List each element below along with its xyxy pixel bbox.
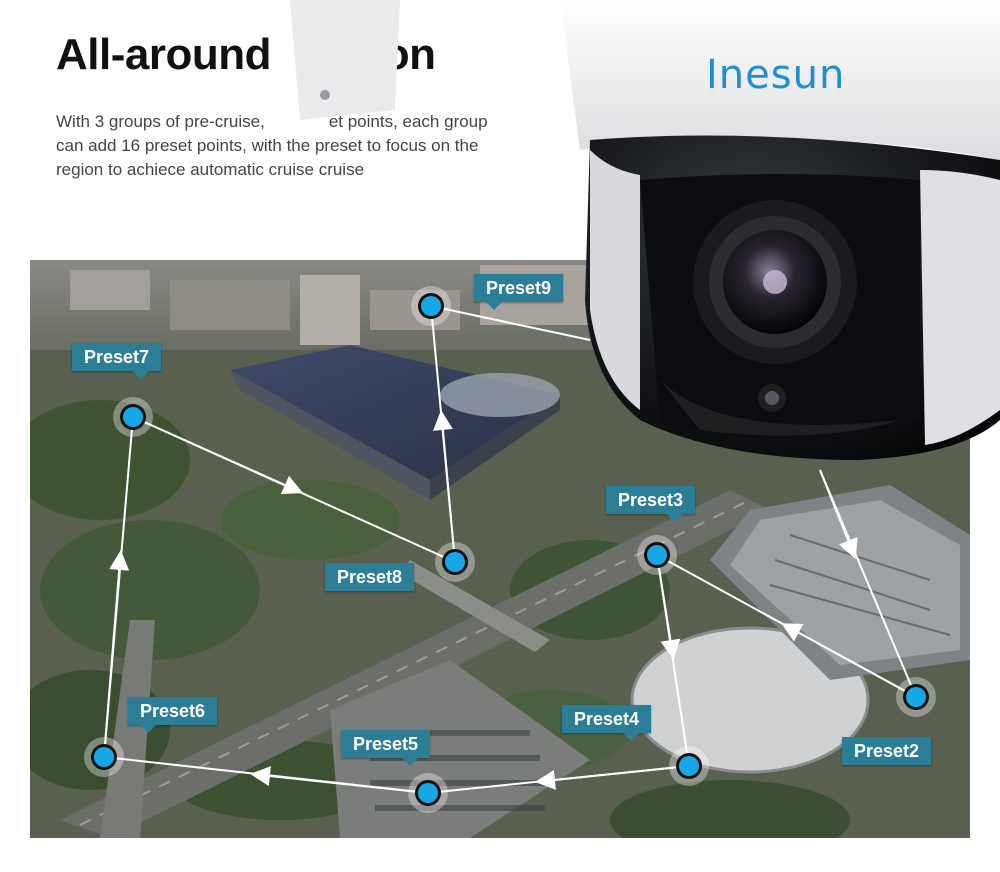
preset-8-marker[interactable] bbox=[435, 542, 475, 582]
preset-2-label: Preset2 bbox=[842, 737, 932, 765]
preset-3-marker[interactable] bbox=[637, 535, 677, 575]
preset-7-label: Preset7 bbox=[72, 343, 162, 379]
preset-2-marker[interactable] bbox=[896, 677, 936, 717]
description-line-2: can add 16 preset points, with the prese… bbox=[56, 136, 479, 155]
preset-3-label: Preset3 bbox=[606, 486, 696, 522]
preset-7-marker[interactable] bbox=[113, 397, 153, 437]
preset-9-marker[interactable] bbox=[411, 286, 451, 326]
preset-5-label: Preset5 bbox=[341, 730, 431, 766]
preset-8-label: Preset8 bbox=[325, 563, 415, 591]
preset-4-label: Preset4 bbox=[562, 705, 652, 741]
aerial-scene bbox=[30, 260, 970, 838]
description-line-3: region to achiece automatic cruise cruis… bbox=[56, 160, 365, 179]
brand-logo: Inesun bbox=[706, 52, 846, 98]
aerial-city-photo bbox=[30, 260, 970, 838]
description-line-1: With 3 groups of pre-cruise,et points, e… bbox=[56, 110, 576, 134]
preset-4-marker[interactable] bbox=[669, 746, 709, 786]
preset-6-label: Preset6 bbox=[128, 697, 218, 733]
description-line-1a: With 3 groups of pre-cruise, bbox=[56, 112, 265, 131]
preset-9-label: Preset9 bbox=[474, 274, 564, 310]
preset-5-marker[interactable] bbox=[408, 773, 448, 813]
headline-part-1: All-around bbox=[56, 30, 271, 79]
description: With 3 groups of pre-cruise,et points, e… bbox=[56, 110, 576, 182]
preset-6-marker[interactable] bbox=[84, 737, 124, 777]
